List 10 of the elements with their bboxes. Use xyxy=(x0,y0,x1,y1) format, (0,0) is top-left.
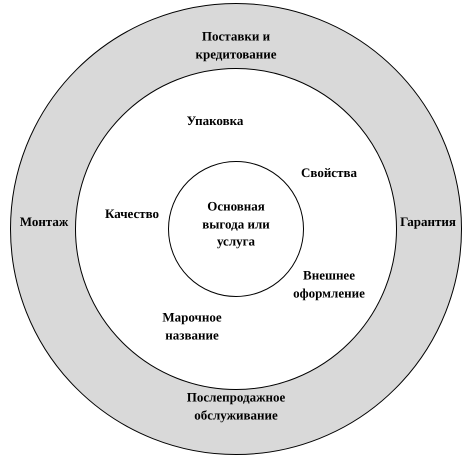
ring-label: Упаковка xyxy=(186,112,244,130)
ring-label: Марочное название xyxy=(161,308,223,344)
ring-label: Поставки и кредитование xyxy=(194,27,278,63)
ring-label: Монтаж xyxy=(18,213,70,231)
ring-label: Качество xyxy=(104,205,160,223)
ring-label: Внешнее оформление xyxy=(292,266,366,302)
ring-label: Основная выгода или услуга xyxy=(201,198,271,250)
ring-label: Свойства xyxy=(300,164,358,182)
ring-label: Гарантия xyxy=(399,213,457,231)
ring-label: Послепродажное обслуживание xyxy=(186,388,286,424)
